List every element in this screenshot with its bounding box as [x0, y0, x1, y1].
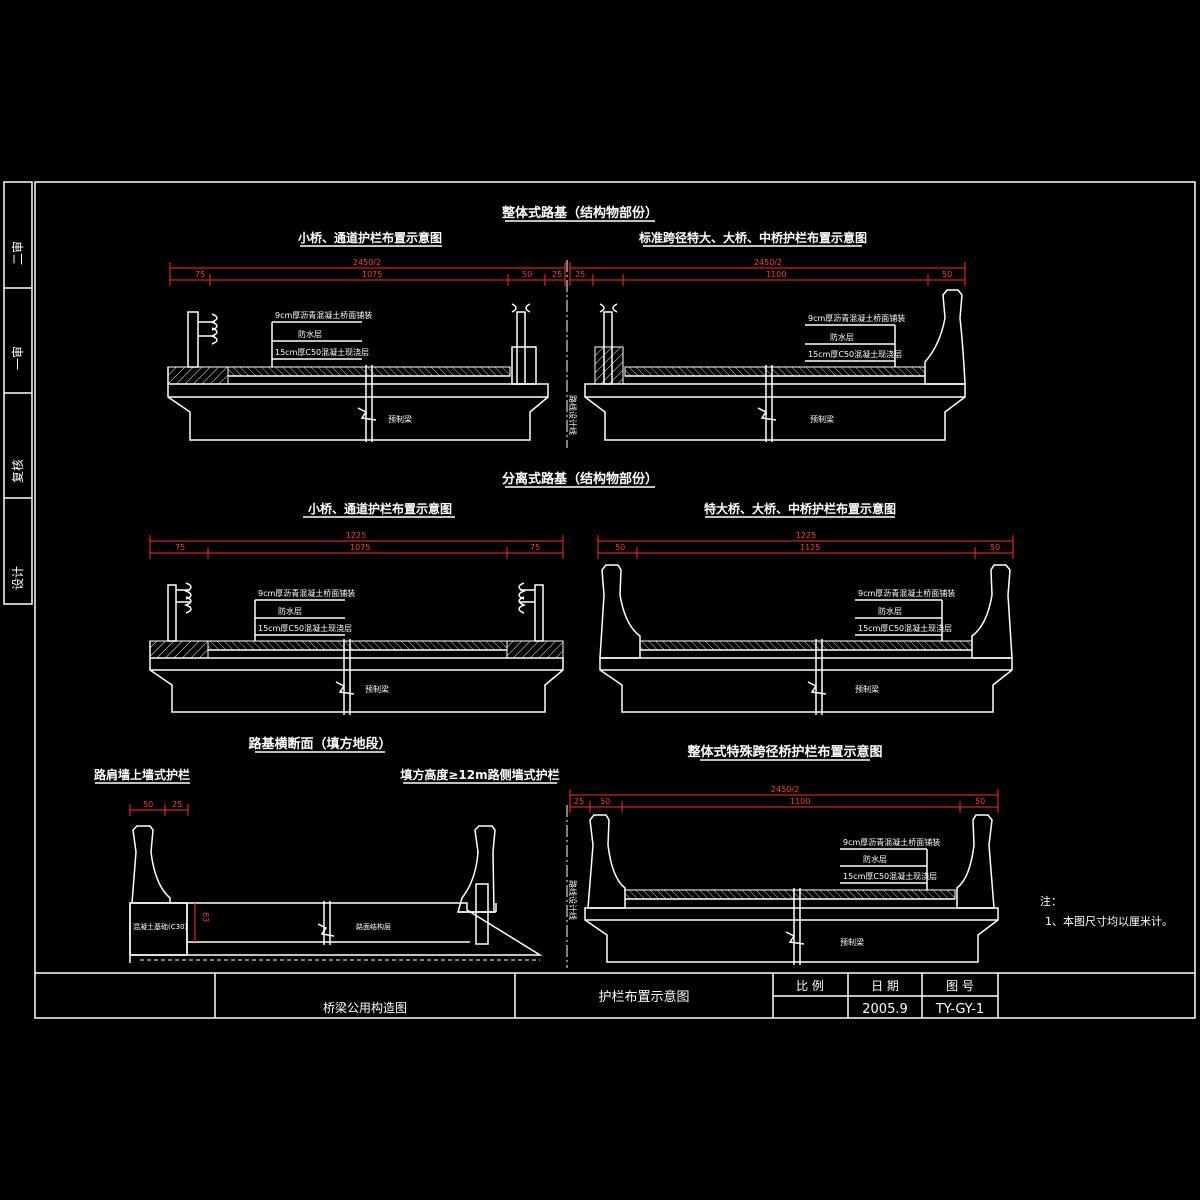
view4-dim-b: 1125: [800, 543, 820, 552]
view4-layer-concrete: 15cm厚C50混凝土现浇层: [858, 623, 952, 633]
view6-layer-concrete: 15cm厚C50混凝土现浇层: [843, 871, 937, 881]
view2-layer-asphalt: 9cm厚沥青混凝土桥面铺装: [808, 313, 905, 323]
view2-dim-a: 25: [575, 270, 585, 279]
view1-dim-total: 2450/2: [353, 258, 381, 267]
view4-slab-label: 预制梁: [855, 684, 879, 694]
view6-special-span-bridge: 2450/2 25 50 1100 50 9cm厚沥青混凝土桥面铺装 防水层 1…: [569, 785, 999, 965]
view1-dim-a: 75: [195, 270, 205, 279]
view2-dim-total: 2450/2: [754, 258, 782, 267]
tb-scale-label: 比 例: [796, 979, 824, 993]
view6-dim-d: 50: [975, 797, 985, 806]
view3-layer-concrete: 15cm厚C50混凝土现浇层: [258, 623, 352, 633]
view1-slab-label: 预制梁: [388, 414, 412, 424]
view3-layer-waterproof: 防水层: [278, 606, 302, 616]
view6-layer-waterproof: 防水层: [863, 854, 887, 864]
view3-title: 小桥、通道护栏布置示意图: [308, 501, 452, 516]
heading-subgrade: 路基横断面（填方地段）: [248, 736, 391, 752]
view3-slab-label: 预制梁: [365, 684, 389, 694]
view5-title-left: 路肩墙上墙式护栏: [94, 767, 190, 782]
view6-dim-c: 1100: [790, 797, 810, 806]
view3-layer-asphalt: 9cm厚沥青混凝土桥面铺装: [258, 588, 355, 598]
view2-layer-concrete: 15cm厚C50混凝土现浇层: [808, 349, 902, 359]
view6-dim-b: 50: [600, 797, 610, 806]
heading-special-span: 整体式特殊跨径桥护栏布置示意图: [686, 744, 882, 760]
view5-title-right: 填方高度≥12m路侧墙式护栏: [400, 767, 559, 782]
tb-project: 桥梁公用构造图: [323, 1000, 407, 1015]
view4-layer-asphalt: 9cm厚沥青混凝土桥面铺装: [858, 588, 955, 598]
sheet-frame: [3, 181, 1196, 1019]
view2-slab-label: 预制梁: [810, 414, 834, 424]
view3-dim-b: 1075: [350, 543, 370, 552]
heading-integral: 整体式路基（结构物部份）: [501, 205, 658, 221]
side-label-review1: 一审: [10, 346, 25, 370]
view1-layer-concrete: 15cm厚C50混凝土现浇层: [275, 347, 369, 357]
view5-dim-h: 63: [201, 912, 210, 922]
centerline-label-bottom: 路线设计线: [568, 880, 578, 920]
view4-layer-waterproof: 防水层: [878, 606, 902, 616]
notes: 注： 1、本图尺寸均以厘米计。: [1040, 894, 1173, 928]
view3-dim-c: 75: [530, 543, 540, 552]
view2-title: 标准跨径特大、大桥、中桥护栏布置示意图: [638, 230, 867, 245]
heading-separated: 分离式路基（结构物部份）: [502, 471, 658, 487]
view2-dim-c: 50: [942, 270, 952, 279]
view4-dim-total: 1225: [796, 531, 816, 540]
tb-number-label: 图 号: [946, 979, 974, 993]
view5-dim-b: 25: [172, 800, 182, 809]
view3-dim-a: 75: [175, 543, 185, 552]
notes-item-1: 1、本图尺寸均以厘米计。: [1045, 914, 1173, 928]
view1-title: 小桥、通道护栏布置示意图: [298, 230, 442, 245]
side-label-review2: 二审: [10, 241, 25, 265]
side-strip-labels: 二审 一审 复核 设计: [10, 241, 25, 590]
view2-layer-waterproof: 防水层: [830, 332, 854, 342]
view4-title: 特大桥、大桥、中桥护栏布置示意图: [704, 501, 896, 516]
side-label-design: 设计: [11, 566, 25, 590]
view2-large-bridge-integral: 标准跨径特大、大桥、中桥护栏布置示意图 2450/2 25 1100 50 9c…: [569, 230, 966, 442]
tb-date-value: 2005.9: [862, 1002, 908, 1017]
view4-dim-c: 50: [990, 543, 1000, 552]
title-block: 桥梁公用构造图 护栏布置示意图 比 例 日 期 图 号 2005.9 TY-GY…: [35, 972, 1195, 1018]
view3-small-bridge-separated: 小桥、通道护栏布置示意图 1225 75 1075 75 9cm厚沥青混凝土桥面…: [149, 501, 564, 715]
side-label-check: 复核: [11, 459, 25, 483]
view4-large-bridge-separated: 特大桥、大桥、中桥护栏布置示意图 1225 50 1125 50 9cm厚沥青混…: [597, 501, 1014, 715]
view1-dim-d: 25: [552, 270, 562, 279]
tb-number-value: TY-GY-1: [935, 1002, 984, 1017]
view5-right-block-label: 路面结构层: [356, 922, 391, 931]
tb-drawing-title: 护栏布置示意图: [598, 989, 689, 1005]
view6-layer-asphalt: 9cm厚沥青混凝土桥面铺装: [843, 837, 940, 847]
centerline-label-top: 路线设计线: [568, 395, 578, 435]
view1-layer-asphalt: 9cm厚沥青混凝土桥面铺装: [275, 310, 372, 320]
view6-slab-label: 预制梁: [840, 937, 864, 947]
view5-dim-a: 50: [143, 800, 153, 809]
view1-dim-b: 1075: [362, 270, 382, 279]
view5-subgrade-section: 路肩墙上墙式护栏 填方高度≥12m路侧墙式护栏 50 25 63 混凝土基础(C…: [94, 767, 560, 963]
view5-left-block-label: 混凝土基础(C30): [133, 922, 188, 931]
view1-small-bridge-integral: 小桥、通道护栏布置示意图 2450/2 75 1075 50 25 9c: [167, 230, 566, 442]
view4-dim-a: 50: [615, 543, 625, 552]
notes-title: 注：: [1040, 894, 1062, 908]
view6-dim-a: 25: [574, 797, 584, 806]
tb-date-label: 日 期: [871, 979, 899, 993]
view1-layer-waterproof: 防水层: [298, 329, 322, 339]
view1-dim-c: 50: [522, 270, 532, 279]
view6-dim-total: 2450/2: [771, 785, 799, 794]
view3-dim-total: 1225: [346, 531, 366, 540]
view2-dim-b: 1100: [766, 270, 786, 279]
